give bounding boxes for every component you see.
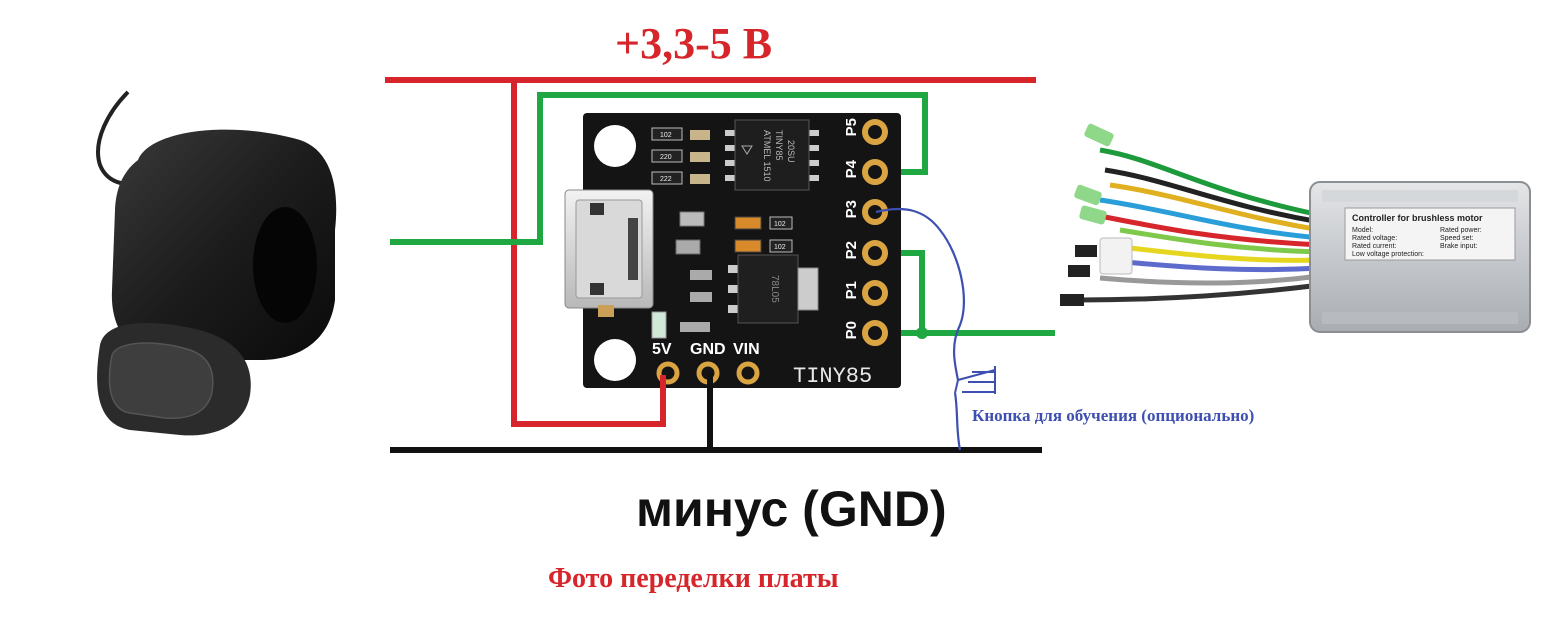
svg-text:TINY85: TINY85 <box>774 130 784 161</box>
controller-spec: Rated current: <box>1352 243 1396 250</box>
controller-wire <box>1099 197 1321 241</box>
digispark-board: 102 220 222 ATMEL 1510 TINY <box>564 113 901 389</box>
button-wire <box>875 208 966 451</box>
svg-text:220: 220 <box>660 154 672 161</box>
controller-signal-wire <box>875 250 1055 336</box>
capacitor <box>690 130 710 140</box>
learning-button-label: Кнопка для обучения (опционально) <box>972 406 1255 425</box>
pin-pad-p3 <box>862 199 888 225</box>
ground-label: минус (GND) <box>636 481 947 537</box>
pin-header-top: P5 P4 P3 P2 P1 P0 <box>843 118 888 346</box>
pin-label-gnd: GND <box>690 341 726 358</box>
capacitor <box>690 292 712 302</box>
pin-header-bottom: 5V GND VIN <box>652 341 760 385</box>
usb-tongue <box>628 218 638 280</box>
pin-label-5v: 5V <box>652 341 672 358</box>
pin-pad-p4 <box>862 159 888 185</box>
status-led <box>651 311 667 339</box>
resistor <box>769 216 793 230</box>
throttle-signal-wire <box>390 92 928 245</box>
throttle-pad <box>108 342 214 420</box>
diode <box>675 239 701 255</box>
controller-wire <box>1094 212 1321 248</box>
controller-spec: Low voltage protection: <box>1352 251 1424 258</box>
connector <box>1099 237 1133 275</box>
resistor-code: 102 <box>774 244 786 251</box>
connector <box>1084 123 1114 147</box>
capacitor <box>690 174 710 184</box>
pin-pad-p0 <box>862 320 888 346</box>
pin-label-p3: P3 <box>843 200 860 218</box>
svg-text:20SU: 20SU <box>786 140 796 163</box>
board-name: TINY85 <box>793 364 872 389</box>
controller-wire <box>1119 227 1321 255</box>
resistor: 222 <box>651 171 683 185</box>
controller-spec: Brake input: <box>1440 243 1477 250</box>
connector <box>1060 294 1084 306</box>
pin-label-p5: P5 <box>843 118 860 136</box>
pin-label-vin: VIN <box>733 341 760 358</box>
pin-label-p4: P4 <box>843 159 860 178</box>
usb-tab <box>590 203 604 215</box>
mounting-hole <box>594 125 636 167</box>
pin-label-p1: P1 <box>843 281 860 299</box>
capacitor <box>690 152 710 162</box>
resistor: 220 <box>651 149 683 163</box>
resistor-code: 102 <box>774 221 786 228</box>
svg-text:222: 222 <box>660 176 672 183</box>
controller-wire <box>1079 282 1321 303</box>
diode <box>734 216 762 230</box>
resistor <box>769 239 793 253</box>
connector <box>1075 245 1097 257</box>
connector <box>1074 184 1102 206</box>
connector <box>1079 205 1107 225</box>
diode <box>734 239 762 253</box>
mounting-hole <box>594 339 636 381</box>
usb-tab <box>590 283 604 295</box>
controller-spec: Speed set: <box>1440 235 1474 242</box>
thumb-throttle-image <box>96 90 337 436</box>
resistor <box>680 322 710 332</box>
controller-spec: Model: <box>1352 227 1373 234</box>
usb-solder <box>598 305 614 317</box>
controller-wire <box>1129 245 1321 263</box>
supply-voltage-label: +3,3-5 В <box>615 19 773 68</box>
attiny85-chip: ATMEL 1510 TINY85 20SU <box>725 119 819 191</box>
controller-title: Controller for brushless motor <box>1352 213 1483 223</box>
connector <box>1068 265 1090 277</box>
button-symbol <box>954 366 996 394</box>
controller-label <box>1344 207 1516 261</box>
controller-spec: Rated voltage: <box>1352 235 1397 242</box>
svg-text:102: 102 <box>660 132 672 139</box>
pin-pad-vin <box>736 361 760 385</box>
controller-wire <box>1109 182 1321 233</box>
controller-fin <box>1322 312 1518 324</box>
throttle-bore <box>253 207 317 323</box>
pin-label-p2: P2 <box>843 241 860 259</box>
svg-text:78L05: 78L05 <box>769 275 780 303</box>
capacitor <box>690 270 712 280</box>
wire-junction <box>916 327 928 339</box>
voltage-regulator: 78L05 <box>728 254 819 324</box>
controller-wire <box>1099 147 1321 218</box>
pin-pad-p2 <box>862 240 888 266</box>
controller-wire <box>1099 273 1321 286</box>
pin-pad-p5 <box>862 119 888 145</box>
svg-text:ATMEL 1510: ATMEL 1510 <box>762 130 772 182</box>
controller-image: Controller for brushless motor Model: Ra… <box>1060 123 1531 333</box>
controller-wire <box>1124 259 1321 273</box>
controller-wire <box>1104 167 1321 225</box>
resistor: 102 <box>651 127 683 141</box>
pin-label-p0: P0 <box>843 321 860 339</box>
photo-caption: Фото переделки платы <box>548 563 839 594</box>
pin-pad-p1 <box>862 280 888 306</box>
controller-fin <box>1322 190 1518 202</box>
capacitor <box>679 211 705 227</box>
usb-opening <box>575 199 643 299</box>
controller-spec: Rated power: <box>1440 227 1482 234</box>
